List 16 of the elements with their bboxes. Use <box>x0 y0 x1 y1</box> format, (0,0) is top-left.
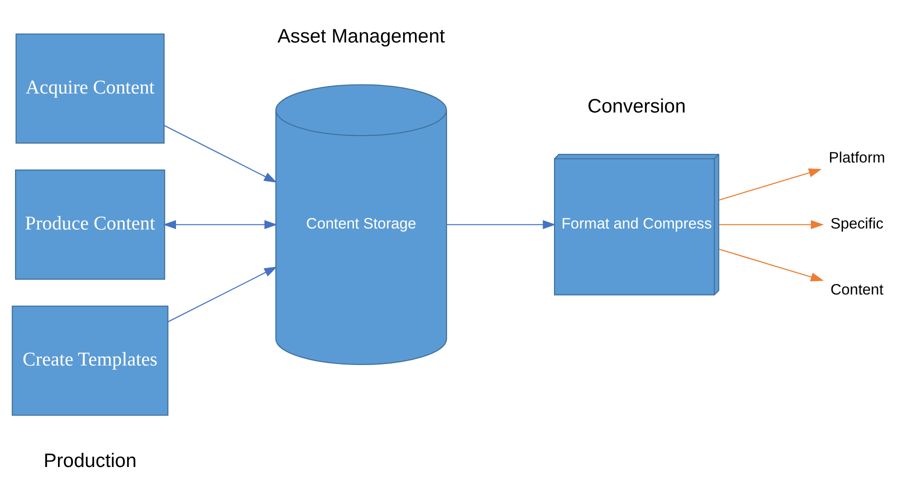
arrow <box>446 220 556 230</box>
node-text: Platform <box>828 150 886 167</box>
node-box: Create Templates <box>12 306 168 416</box>
node-box: Acquire Content <box>16 33 165 144</box>
arrow <box>163 220 278 230</box>
node-text: Content <box>830 282 884 298</box>
label: Asset Management <box>277 26 445 48</box>
label: Production <box>44 450 137 472</box>
node-box: Produce Content <box>15 170 166 280</box>
arrow <box>168 266 278 322</box>
node-text: Specific <box>830 216 884 233</box>
arrow <box>718 248 824 282</box>
label: Conversion <box>587 96 686 118</box>
arrow <box>718 168 822 201</box>
arrow <box>164 125 278 183</box>
arrow <box>718 220 824 230</box>
